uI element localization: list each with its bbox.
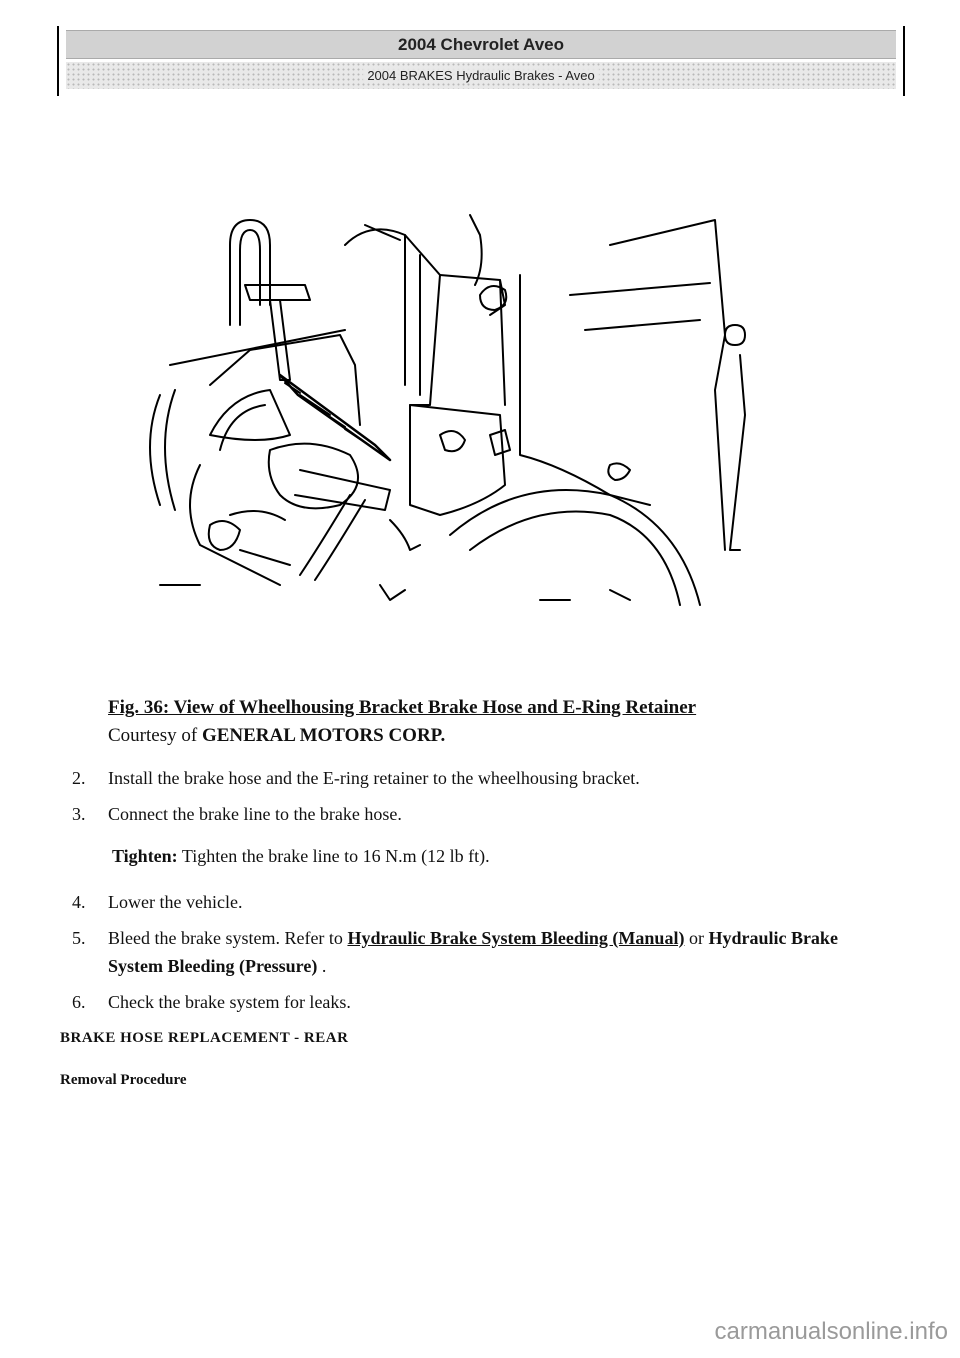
courtesy-org: GENERAL MOTORS CORP. — [201, 725, 446, 746]
brake-hose-illustration — [149, 214, 746, 606]
bleeding-manual-link[interactable]: Hydraulic Brake System Bleeding (Manual) — [347, 928, 685, 948]
step-text: Check the brake system for leaks. — [108, 992, 351, 1012]
step-number: 6. — [72, 992, 86, 1012]
tighten-label: Tighten: — [112, 846, 178, 866]
document-subtitle: 2004 BRAKES Hydraulic Brakes - Aveo — [66, 62, 896, 89]
step-4: 4. Lower the vehicle. — [62, 888, 882, 916]
bleeding-pressure-ref: Hydraulic Brake System Bleeding (Pressur… — [108, 928, 838, 976]
step-text: Connect the brake line to the brake hose… — [108, 804, 402, 824]
step-5: 5. Bleed the brake system. Refer to Hydr… — [62, 924, 882, 980]
tighten-text: Tighten the brake line to 16 N.m (12 lb … — [177, 846, 490, 866]
step-text-after: . — [317, 956, 327, 976]
step-text: Lower the vehicle. — [108, 892, 243, 912]
step-6: 6. Check the brake system for leaks. — [62, 988, 882, 1016]
document-title: 2004 Chevrolet Aveo — [66, 30, 896, 59]
step-number: 4. — [72, 892, 86, 912]
step-number: 2. — [72, 768, 86, 788]
step-number: 5. — [72, 928, 86, 948]
step-text: Install the brake hose and the E-ring re… — [108, 768, 640, 788]
section-subheading: Removal Procedure — [60, 1072, 187, 1088]
step-text: Bleed the brake system. Refer to — [108, 928, 348, 948]
procedure-steps: 2. Install the brake hose and the E-ring… — [62, 764, 882, 1024]
courtesy-prefix: Courtesy of — [108, 725, 202, 746]
header-border-right — [903, 26, 905, 96]
step-3: 3. Connect the brake line to the brake h… — [62, 800, 882, 828]
tighten-spec: Tighten: Tighten the brake line to 16 N.… — [62, 842, 882, 870]
figure-caption: Fig. 36: View of Wheelhousing Bracket Br… — [108, 694, 696, 750]
figure-title-link[interactable]: Fig. 36: View of Wheelhousing Bracket Br… — [108, 697, 697, 718]
figure-courtesy: Courtesy of GENERAL MOTORS CORP. — [108, 722, 696, 750]
step-number: 3. — [72, 804, 86, 824]
step-text-mid: or — [684, 928, 709, 948]
section-heading: BRAKE HOSE REPLACEMENT - REAR — [60, 1030, 349, 1046]
document-subtitle-text: 2004 BRAKES Hydraulic Brakes - Aveo — [363, 68, 599, 83]
watermark: carmanualsonline.info — [714, 1318, 948, 1345]
step-2: 2. Install the brake hose and the E-ring… — [62, 764, 882, 792]
header-border-left — [57, 26, 59, 96]
